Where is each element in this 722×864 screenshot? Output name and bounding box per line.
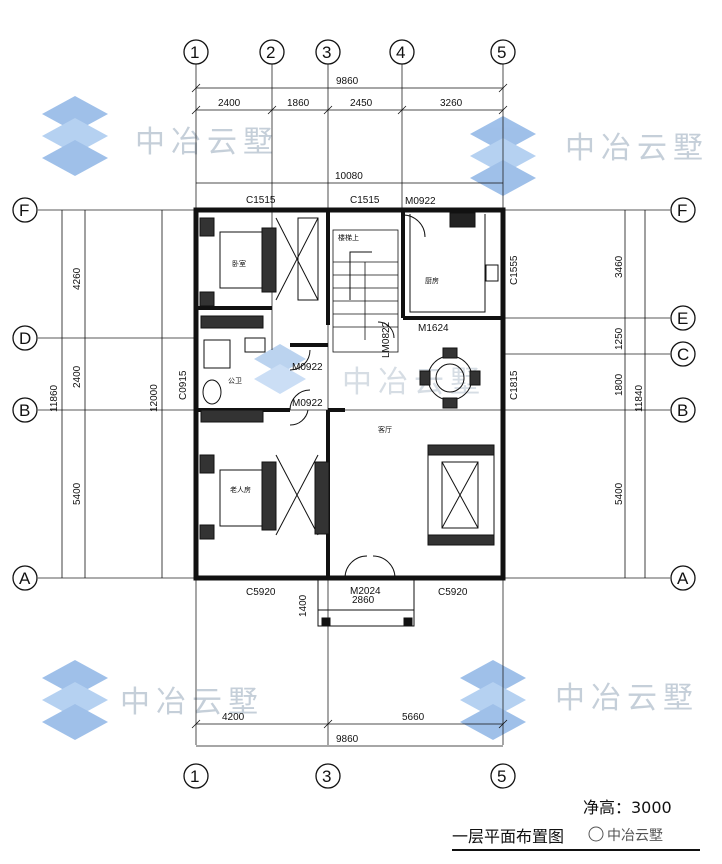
- dim-top-total: 9860: [336, 76, 359, 87]
- watermark-text: 中冶云墅: [135, 125, 279, 160]
- axis-label: A: [677, 569, 689, 588]
- source-badge: 中冶云墅: [588, 826, 663, 844]
- axis-bubbles-right: F E C B A: [670, 197, 696, 591]
- axis-label: 2: [266, 43, 275, 62]
- dim-bottom-seg: 5660: [402, 712, 425, 723]
- axis-bubbles-left: F D B A: [12, 197, 38, 591]
- room-label-kitchen: 厨房: [425, 276, 439, 285]
- dim-top-outer: 10080: [335, 171, 363, 182]
- watermark-center: 中冶云墅: [254, 344, 486, 400]
- sofa-set: [427, 444, 495, 546]
- dim-bottom-total: 9860: [336, 734, 359, 745]
- dim-top-seg: 2400: [218, 98, 241, 109]
- opening-label: C1515: [350, 195, 380, 206]
- axis-label: F: [677, 201, 687, 220]
- axis-bubbles-top: 1 2 3 4 5: [183, 39, 516, 65]
- axis-label: C: [677, 345, 689, 364]
- porch: [317, 577, 415, 627]
- dim-right-total: 11840: [634, 384, 645, 412]
- axis-label: 3: [322, 43, 331, 62]
- dim-bottom-seg: 4200: [222, 712, 245, 723]
- room-label-living: 客厅: [378, 425, 392, 434]
- dim-right-seg: 1250: [614, 327, 625, 350]
- dim-top-seg: 1860: [287, 98, 310, 109]
- opening-label: C1815: [509, 370, 520, 400]
- watermark-bottom-right: 中冶云墅: [460, 660, 699, 740]
- axis-label: B: [19, 401, 30, 420]
- watermark-text: 中冶云墅: [342, 365, 486, 400]
- dim-left-total2: 12000: [149, 384, 160, 412]
- axis-label: 4: [396, 43, 405, 62]
- watermark-top-right: 中冶云墅: [470, 116, 709, 196]
- opening-label: C0915: [178, 370, 189, 400]
- dim-left-seg: 4260: [72, 267, 83, 290]
- watermark-text: 中冶云墅: [120, 685, 264, 720]
- room-label-elder: 老人房: [230, 485, 251, 494]
- dim-top-seg: 2450: [350, 98, 373, 109]
- axis-label: 5: [497, 43, 506, 62]
- axis-bubbles-bottom: 1 3 5: [183, 763, 516, 789]
- source-label: 中冶云墅: [607, 828, 663, 844]
- room-label-bath: 公卫: [228, 377, 242, 385]
- watermark-text: 中冶云墅: [565, 131, 709, 166]
- watermark-bottom-left: 中冶云墅: [42, 660, 264, 740]
- dim-porch-width: 2860: [352, 595, 375, 606]
- opening-label: LM0822: [381, 321, 392, 358]
- axis-label: E: [677, 309, 688, 328]
- opening-label: M0922: [292, 362, 323, 373]
- dim-right-seg: 5400: [614, 482, 625, 505]
- opening-label: M2024: [350, 586, 381, 597]
- dim-left-seg: 2400: [72, 365, 83, 388]
- dim-left-total: 11860: [49, 384, 60, 412]
- dimension-lines-top: [191, 83, 508, 184]
- kitchen-counter: [409, 212, 499, 313]
- axis-label: B: [677, 401, 688, 420]
- bedroom1-furniture: [199, 217, 319, 307]
- axis-label: 3: [322, 767, 331, 786]
- room-label-stair: 楼梯上: [338, 233, 359, 242]
- stair: [332, 229, 399, 353]
- room-label-bedroom: 卧室: [232, 259, 246, 268]
- opening-label: C1515: [246, 195, 276, 206]
- elder-room-furniture: [199, 454, 330, 540]
- opening-label: M0922: [292, 398, 323, 409]
- dim-right-seg: 1800: [614, 373, 625, 396]
- opening-label: M0922: [405, 196, 436, 207]
- axis-label: F: [19, 201, 29, 220]
- dim-top-seg: 3260: [440, 98, 463, 109]
- dining-table: [419, 347, 481, 409]
- axis-label: 1: [190, 767, 199, 786]
- dim-right-seg: 3460: [614, 255, 625, 278]
- opening-label: C1555: [509, 255, 520, 285]
- dimension-lines-right: [624, 210, 646, 578]
- bathroom-fixtures: [200, 315, 266, 423]
- doors: [289, 214, 426, 579]
- opening-label: M1624: [418, 323, 449, 334]
- axis-label: D: [19, 329, 31, 348]
- opening-label: C5920: [438, 587, 468, 598]
- watermark-top-left: 中冶云墅: [42, 96, 279, 176]
- axis-label: 1: [190, 43, 199, 62]
- dim-left-seg: 5400: [72, 482, 83, 505]
- axis-label: 5: [497, 767, 506, 786]
- axis-label: A: [19, 569, 31, 588]
- drawing-title: 一层平面布置图: [452, 827, 564, 846]
- watermark-text: 中冶云墅: [555, 681, 699, 716]
- opening-label: C5920: [246, 587, 276, 598]
- dimension-lines-left: [61, 210, 163, 578]
- dim-porch-depth: 1400: [298, 594, 309, 617]
- net-height-note: 净高：3000: [583, 798, 672, 817]
- dimension-lines-bottom: [191, 719, 508, 747]
- grid-lines: [38, 64, 670, 745]
